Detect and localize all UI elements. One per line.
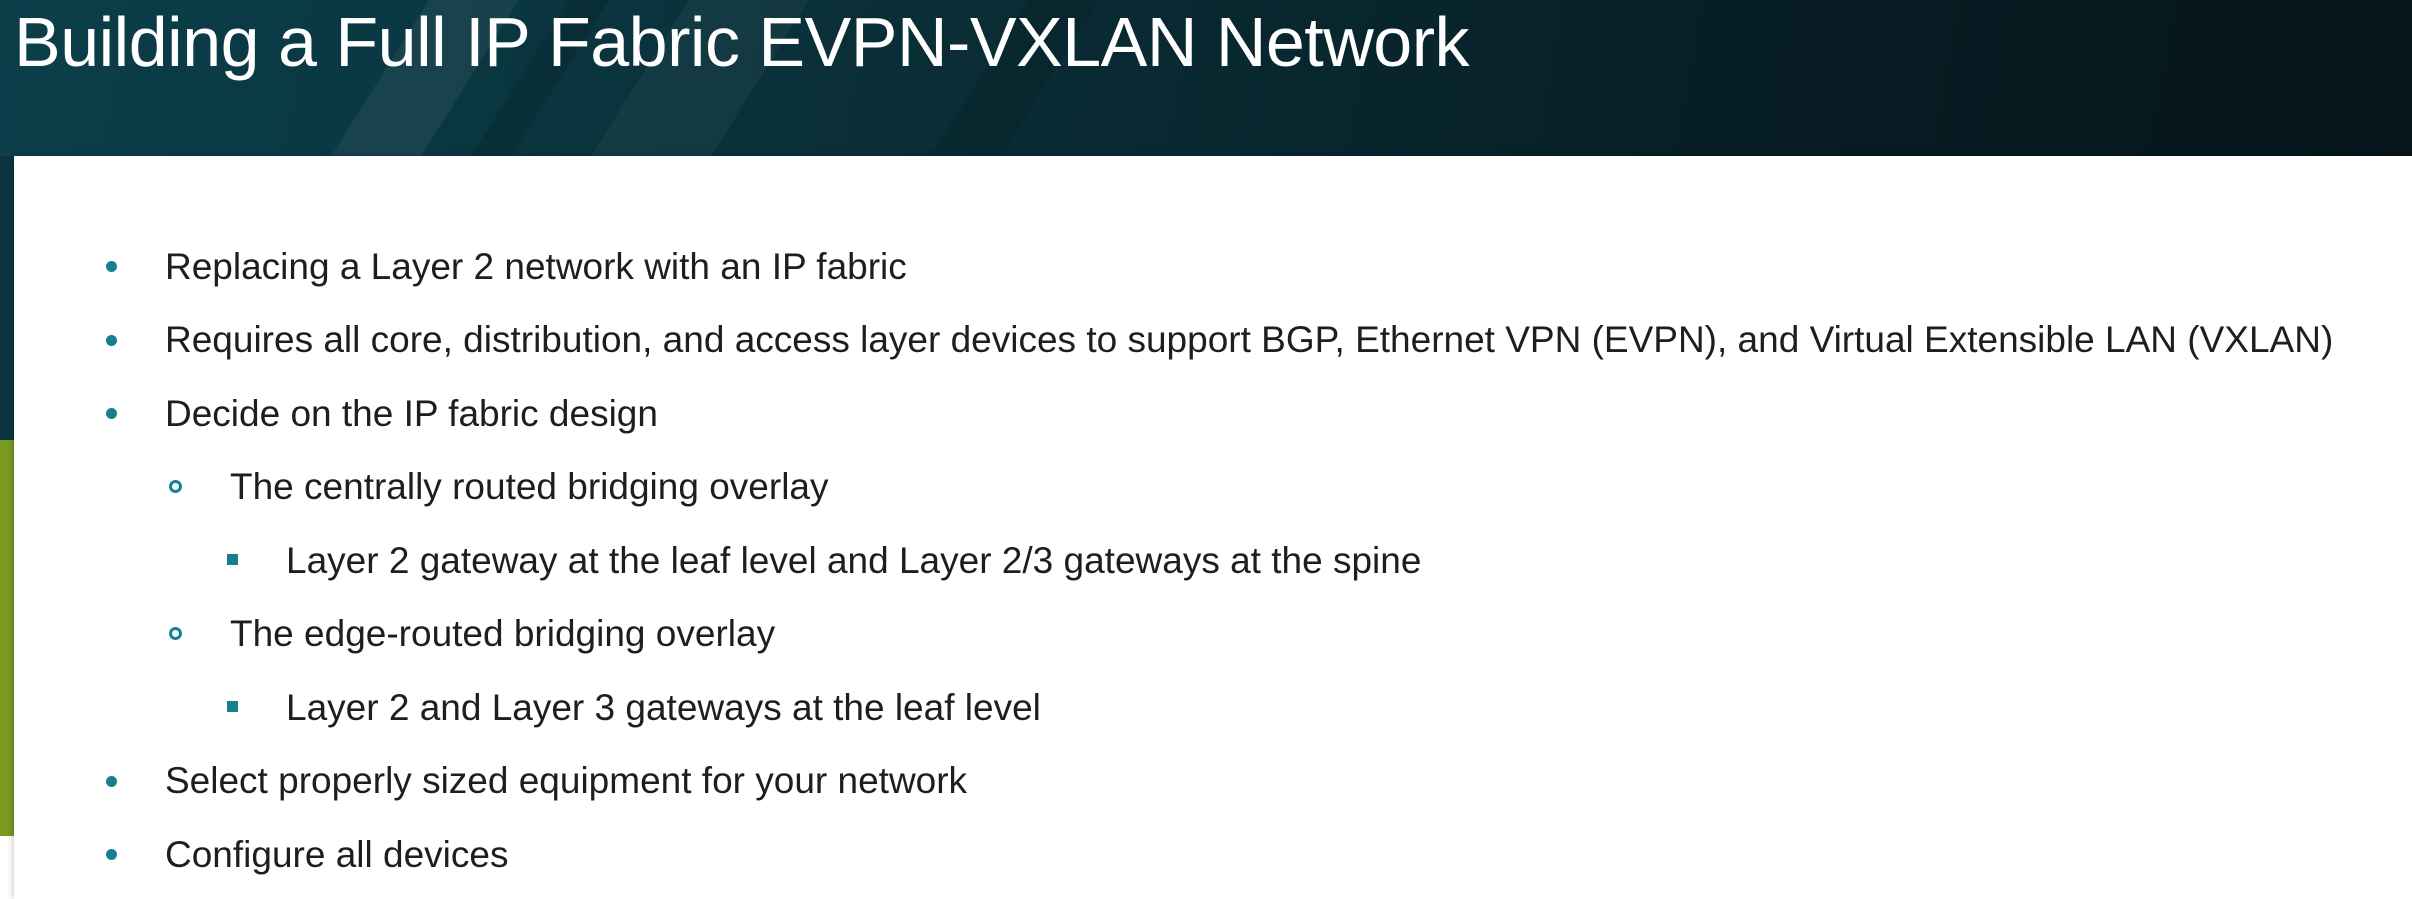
bullet-text: Select properly sized equipment for your… [165, 760, 968, 801]
bullet-circle-icon [169, 627, 182, 640]
slide-header: Building a Full IP Fabric EVPN-VXLAN Net… [0, 0, 2412, 156]
bullet-circle-icon [169, 480, 182, 493]
bullet-disc-icon [106, 849, 117, 860]
bullet-text: Layer 2 and Layer 3 gateways at the leaf… [286, 687, 1041, 728]
bullet-disc-icon [106, 335, 117, 346]
slide-content-panel: Replacing a Layer 2 network with an IP f… [14, 156, 2412, 899]
left-accent-band-green [0, 440, 14, 836]
bullet-square-icon [227, 701, 238, 712]
bullet-text: The edge-routed bridging overlay [230, 613, 776, 654]
bullet-text: Decide on the IP fabric design [165, 393, 658, 434]
bullet-square-icon [227, 554, 238, 565]
bullet-text: Replacing a Layer 2 network with an IP f… [165, 246, 907, 287]
bullet-text: Layer 2 gateway at the leaf level and La… [286, 540, 1422, 581]
left-accent-band-dark [0, 156, 14, 440]
bullet-disc-icon [106, 776, 117, 787]
slide-title: Building a Full IP Fabric EVPN-VXLAN Net… [14, 3, 1470, 81]
bullet-disc-icon [106, 261, 117, 272]
bullet-text: Configure all devices [165, 834, 509, 875]
bullet-disc-icon [106, 408, 117, 419]
bullet-text: Requires all core, distribution, and acc… [165, 319, 2334, 360]
bullet-text: The centrally routed bridging overlay [230, 466, 829, 507]
